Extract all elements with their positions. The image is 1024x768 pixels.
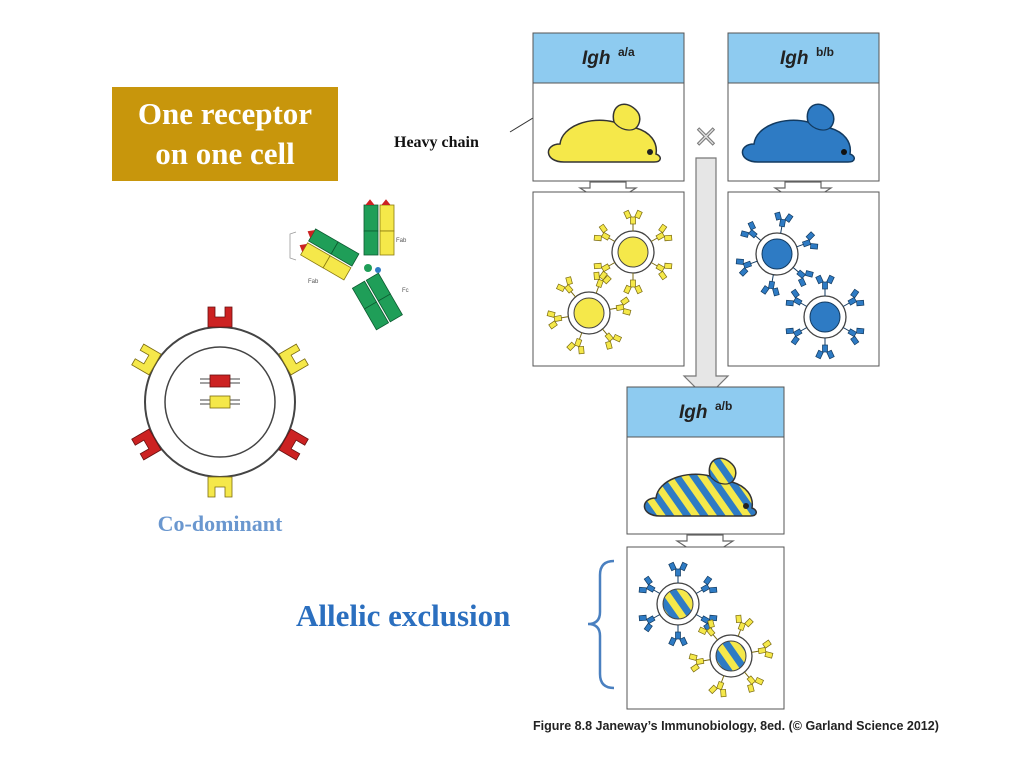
parent-a-genotype-sup: a/a <box>618 45 635 59</box>
yellow-b-cell-2 <box>545 270 633 356</box>
parent-b-panel: Igh b/b <box>727 32 880 182</box>
offspring-panel: Igh a/b <box>626 386 785 535</box>
yellow-b-cell-1 <box>591 209 675 295</box>
offspring-genotype-sup: a/b <box>715 399 732 413</box>
blue-b-cell-2 <box>783 274 867 360</box>
codominant-label: Co-dominant <box>157 511 283 536</box>
red-receptor-lower-right <box>278 428 309 461</box>
title-line-2: on one cell <box>155 136 295 171</box>
parent-a-panel: Igh a/a <box>532 32 685 182</box>
parent-b-genotype-sup: b/b <box>816 45 834 59</box>
fc-label: Fc <box>402 288 409 294</box>
allelic-exclusion-label: Allelic exclusion <box>296 598 511 633</box>
parent-a-cells-panel <box>532 191 685 367</box>
antibody-illustration: Fab Fab Fc <box>289 199 409 331</box>
heavy-chain-label: Heavy chain <box>394 134 479 151</box>
allelic-exclusion-brace <box>587 559 615 690</box>
striped-rabbit <box>643 457 758 517</box>
yellow-rabbit <box>547 103 662 163</box>
blue-rabbit <box>741 103 856 163</box>
parent-b-genotype: Igh <box>780 48 809 69</box>
striped-b-cell-2 <box>687 613 775 699</box>
red-receptor-top <box>207 306 233 328</box>
codominant-cell <box>131 306 309 498</box>
yellow-receptor-upper-right <box>278 343 309 376</box>
cross-symbol: × <box>693 119 718 154</box>
yellow-receptor-upper-left <box>131 343 162 376</box>
figure-caption: Figure 8.8 Janeway’s Immunobiology, 8ed.… <box>533 719 939 733</box>
striped-b-cell-1 <box>636 561 720 647</box>
yellow-receptor-bottom <box>207 476 233 498</box>
cross-to-offspring-arrow <box>682 157 730 399</box>
fab-top-label: Fab <box>396 238 407 244</box>
blue-b-cell-1 <box>734 210 820 298</box>
fab-left-label: Fab <box>308 279 319 285</box>
offspring-genotype: Igh <box>679 402 708 423</box>
title-line-1: One receptor <box>137 96 313 131</box>
title-box: One receptor on one cell <box>112 87 338 181</box>
parent-a-genotype: Igh <box>582 48 611 69</box>
offspring-cells-panel <box>626 546 785 710</box>
red-allele-marker <box>200 374 240 388</box>
yellow-allele-marker <box>200 395 240 409</box>
parent-b-cells-panel <box>727 191 880 367</box>
red-receptor-lower-left <box>131 428 162 461</box>
